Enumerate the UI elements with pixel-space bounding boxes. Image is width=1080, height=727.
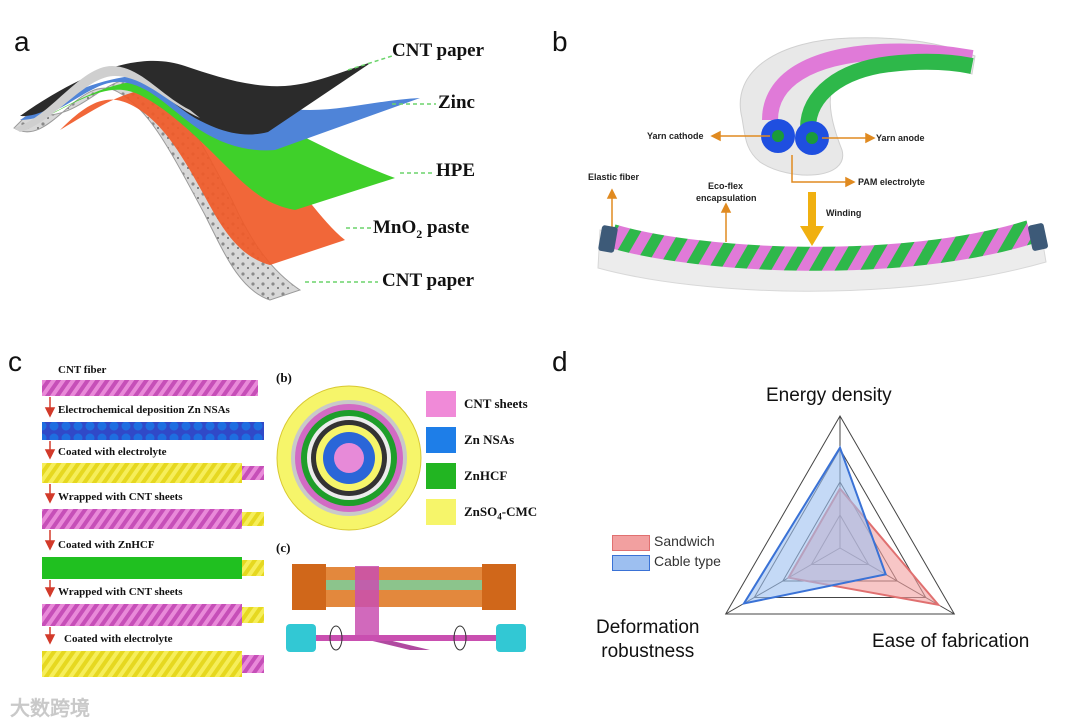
label-pam-electrolyte: PAM electrolyte	[858, 177, 925, 187]
yarn-battery-illustration	[597, 37, 1048, 292]
legend-swatch-znhcf	[426, 463, 456, 489]
radar-axis-label-deformation: Deformation	[596, 617, 700, 638]
sandwich-illustration	[13, 55, 436, 301]
label-yarn-anode: Yarn anode	[876, 133, 925, 143]
device-cap-right	[496, 624, 526, 652]
legend-label-znso4-cmc: ZnSO4-CMC	[464, 504, 538, 522]
step-coated-znhcf: Coated with ZnHCF	[58, 539, 155, 551]
legend-swatch-cable-type	[612, 555, 650, 571]
legend-swatch-sandwich	[612, 535, 650, 551]
radar-grid-ring	[724, 415, 956, 615]
step-wrapped-cnt-1: Wrapped with CNT sheets	[58, 491, 183, 503]
step-coated-electrolyte-2: Coated with electrolyte	[64, 633, 173, 645]
legend-swatch-zn-nsas	[426, 427, 456, 453]
rod-electrolyte-2	[42, 651, 242, 677]
cnt-paper-top-layer	[20, 60, 372, 135]
yarn-anode-strand	[800, 53, 974, 129]
mno2-paste-layer	[60, 89, 345, 266]
radar-axis-label-energy-density: Energy density	[766, 385, 892, 406]
label-mno2-subscript: 2	[416, 226, 423, 241]
rod-cnt-sheets-2	[42, 604, 242, 626]
sandwich-top-edge	[14, 66, 200, 132]
wound-fiber	[608, 220, 1034, 271]
legend-label-znso4-subscript: 4	[497, 511, 502, 522]
radar-axis-label-robustness: robustness	[601, 641, 695, 662]
step-zn-deposition: Electrochemical deposition Zn NSAs	[58, 404, 230, 416]
arrow-pam	[791, 155, 848, 183]
legend-swatch-znso4-cmc	[426, 499, 456, 525]
fiber-fabrication-illustration	[42, 380, 526, 677]
rod-znhcf	[42, 557, 242, 579]
rod-zn-nsas	[42, 422, 264, 440]
label-encapsulation: encapsulation	[696, 193, 757, 203]
leader-cnt-top	[347, 55, 393, 71]
panel-letter-b: b	[552, 26, 568, 57]
legend-swatch-cnt-sheets	[426, 391, 456, 417]
yarn-cathode-strand	[762, 43, 974, 121]
label-mno2-paste: MnO2 paste	[373, 217, 470, 241]
device-cap-left	[286, 624, 316, 652]
step-coated-electrolyte-1: Coated with electrolyte	[58, 446, 167, 458]
label-elastic-fiber: Elastic fiber	[588, 172, 640, 182]
label-zinc: Zinc	[438, 92, 475, 113]
rod-cnt-sheets-1	[42, 509, 242, 529]
step-wrapped-cnt-2: Wrapped with CNT sheets	[58, 586, 183, 598]
radar-series-cable-type	[741, 445, 888, 605]
subpanel-label-c: (c)	[276, 540, 291, 555]
winding-arrow	[808, 192, 816, 228]
watermark: 大数跨境	[10, 696, 90, 720]
legend-label-cnt-sheets: CNT sheets	[464, 396, 528, 411]
panel-letter-d: d	[552, 346, 568, 377]
device-fiber	[316, 635, 496, 641]
subpanel-label-b: (b)	[276, 370, 292, 385]
fiber-end-cap-right	[1028, 223, 1048, 251]
panel-letter-c: c	[8, 346, 22, 377]
rod-electrolyte-1	[42, 463, 242, 483]
radar-axis-label-ease-of-fabrication: Ease of fabrication	[872, 631, 1030, 652]
legend-label-cable-type: Cable type	[654, 553, 721, 569]
label-yarn-cathode: Yarn cathode	[647, 131, 704, 141]
hpe-layer	[40, 80, 395, 210]
label-cnt-paper-top: CNT paper	[392, 40, 485, 61]
legend-label-zn-nsas: Zn NSAs	[464, 432, 515, 447]
label-hpe: HPE	[436, 160, 476, 181]
label-cnt-paper-bottom: CNT paper	[382, 270, 475, 291]
step-cnt-fiber: CNT fiber	[58, 364, 107, 376]
legend-label-znhcf: ZnHCF	[464, 468, 508, 483]
device-clip	[355, 566, 379, 638]
rod-cnt-fiber	[42, 380, 258, 396]
label-winding: Winding	[826, 208, 862, 218]
label-ecoflex: Eco-flex	[708, 181, 744, 191]
legend-label-sandwich: Sandwich	[654, 533, 715, 549]
radar-axis-label-deformation-robustness: Deformation robustness	[596, 616, 700, 664]
fiber-end-cap-left	[598, 225, 618, 253]
panel-letter-a: a	[14, 26, 30, 57]
